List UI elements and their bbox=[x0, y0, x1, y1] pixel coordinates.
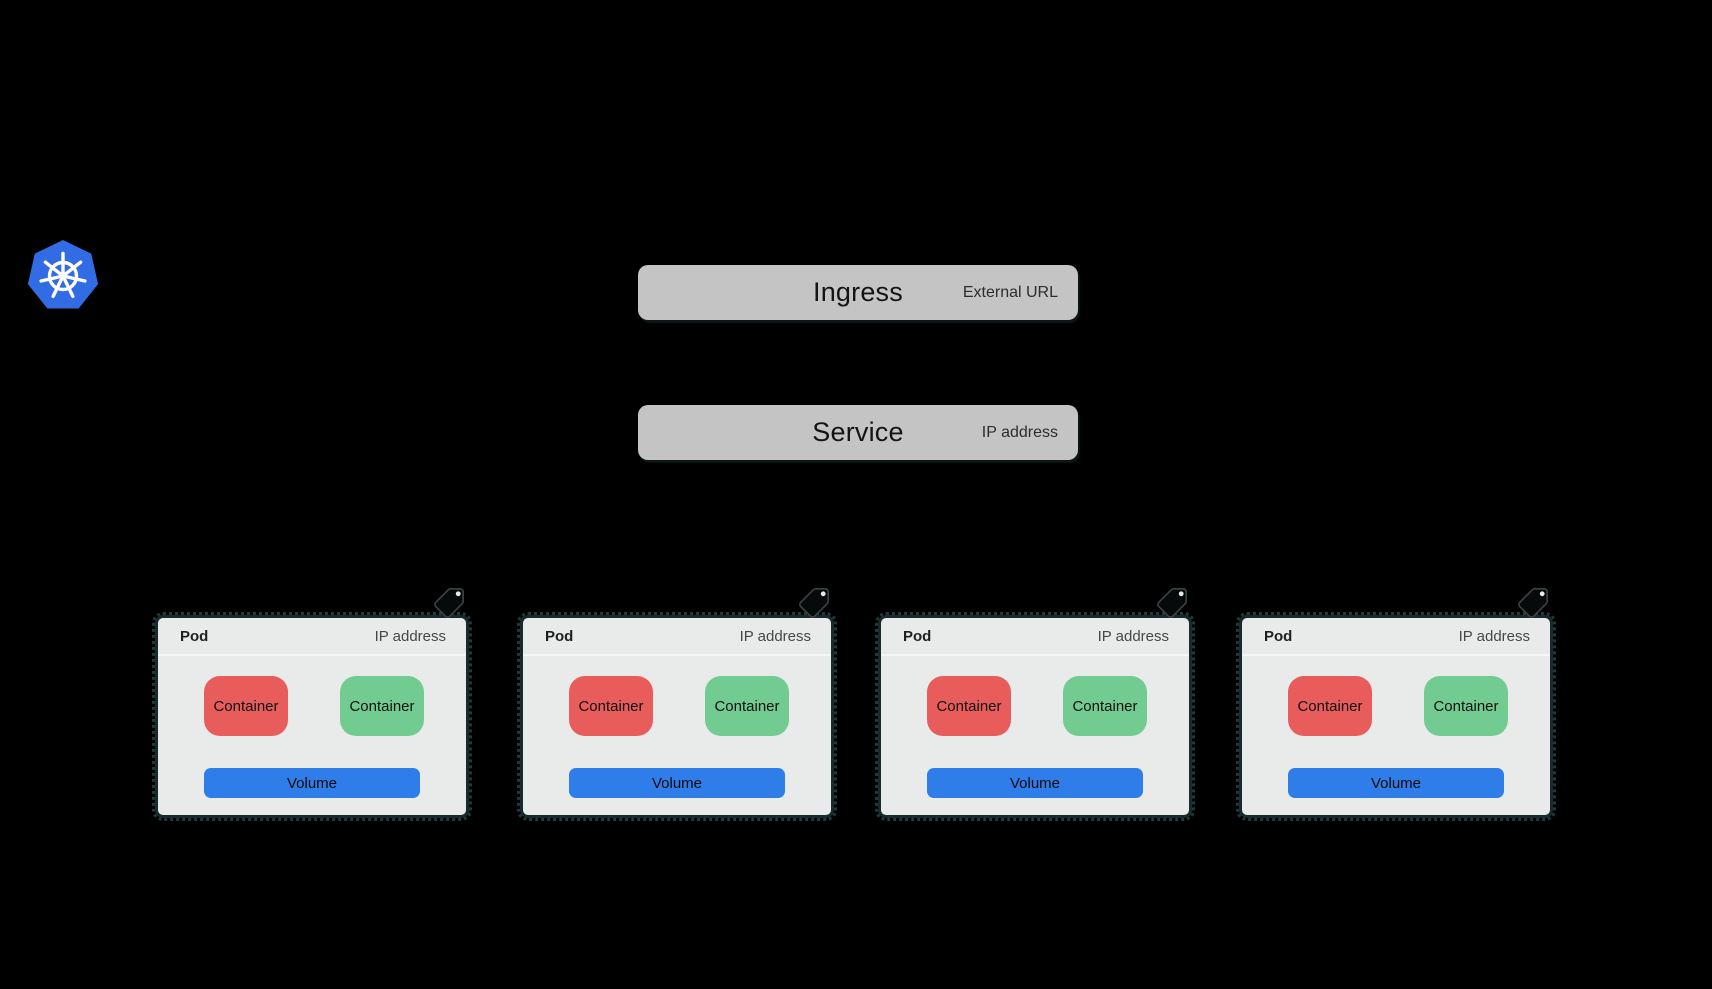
pod-card: Pod IP address Container Container Volum… bbox=[517, 588, 837, 821]
tag-icon bbox=[1155, 586, 1189, 620]
pod-title: Pod bbox=[1264, 628, 1293, 646]
ingress-title: Ingress bbox=[813, 276, 903, 307]
pod-ip-annotation: IP address bbox=[374, 628, 446, 646]
volume-bar: Volume bbox=[927, 768, 1143, 798]
tag-icon bbox=[432, 586, 466, 620]
pod-ip-annotation: IP address bbox=[1097, 628, 1169, 646]
ingress-box: Ingress External URL bbox=[638, 265, 1078, 320]
pod-header: Pod IP address bbox=[1242, 618, 1550, 656]
volume-bar: Volume bbox=[204, 768, 420, 798]
container-box-red: Container bbox=[927, 676, 1011, 736]
kubernetes-logo-icon bbox=[24, 237, 102, 315]
pod-title: Pod bbox=[903, 628, 932, 646]
pod-header: Pod IP address bbox=[158, 618, 466, 656]
container-box-green: Container bbox=[705, 676, 789, 736]
container-box-red: Container bbox=[204, 676, 288, 736]
pod-ip-annotation: IP address bbox=[1458, 628, 1530, 646]
pod-card: Pod IP address Container Container Volum… bbox=[152, 588, 472, 821]
container-box-red: Container bbox=[1288, 676, 1372, 736]
tag-icon bbox=[1516, 586, 1550, 620]
pod-header: Pod IP address bbox=[881, 618, 1189, 656]
pod-ip-annotation: IP address bbox=[739, 628, 811, 646]
service-annotation: IP address bbox=[981, 423, 1058, 441]
volume-bar: Volume bbox=[569, 768, 785, 798]
container-box-green: Container bbox=[1063, 676, 1147, 736]
volume-bar: Volume bbox=[1288, 768, 1504, 798]
container-box-green: Container bbox=[340, 676, 424, 736]
service-title: Service bbox=[812, 416, 904, 447]
pod-header: Pod IP address bbox=[523, 618, 831, 656]
ingress-annotation: External URL bbox=[962, 283, 1058, 301]
container-box-red: Container bbox=[569, 676, 653, 736]
container-box-green: Container bbox=[1424, 676, 1508, 736]
service-box: Service IP address bbox=[638, 405, 1078, 460]
pod-card: Pod IP address Container Container Volum… bbox=[875, 588, 1195, 821]
pod-card: Pod IP address Container Container Volum… bbox=[1236, 588, 1556, 821]
tag-icon bbox=[797, 586, 831, 620]
pod-title: Pod bbox=[180, 628, 209, 646]
pod-title: Pod bbox=[545, 628, 574, 646]
